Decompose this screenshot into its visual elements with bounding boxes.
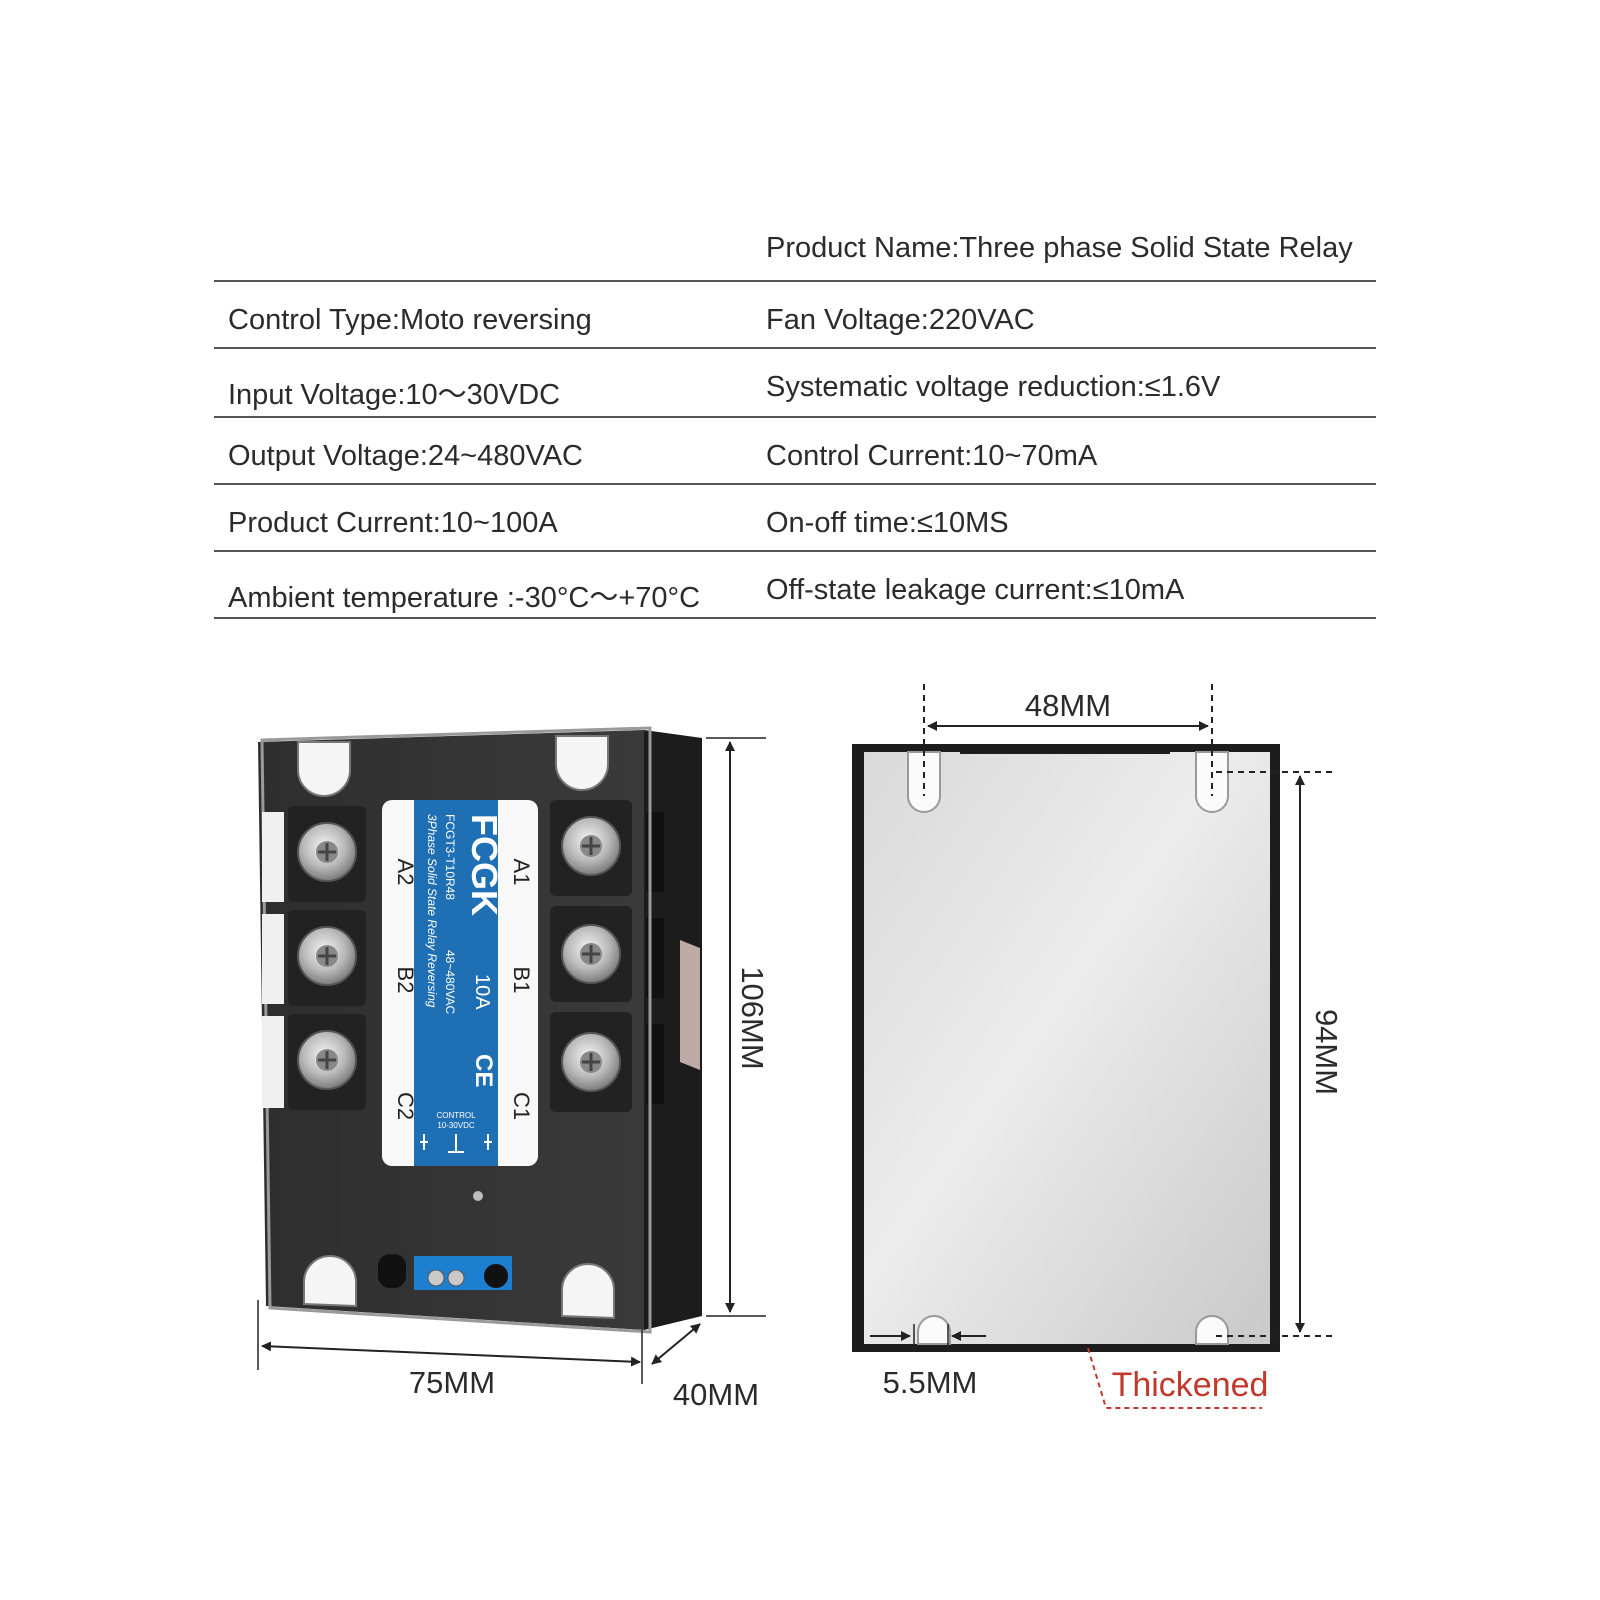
mount-slot-icon: [555, 735, 609, 791]
terminal-label: A1: [509, 859, 534, 886]
spec-left: Control Type:Moto reversing: [228, 304, 592, 336]
mount-slot-icon: [1195, 751, 1229, 813]
spec-right: Systematic voltage reduction:≤1.6V: [766, 371, 1221, 403]
mount-slot-icon: [303, 1255, 357, 1308]
spec-left: Product Current:10~100A: [228, 507, 558, 539]
screw-icon: [297, 1030, 357, 1090]
small-screw-icon: [447, 1269, 465, 1287]
dim-depth-label: 40MM: [673, 1377, 759, 1412]
spec-row: Output Voltage:24~480VAC Control Current…: [214, 418, 1376, 485]
spec-row: Product Current:10~100A On-off time:≤10M…: [214, 485, 1376, 552]
spec-right: Off-state leakage current:≤10mA: [766, 574, 1185, 606]
spec-row: Control Type:Moto reversing Fan Voltage:…: [214, 282, 1376, 349]
control-voltage: 10-30VDC: [437, 1121, 475, 1130]
screw-icon: [561, 924, 621, 984]
terminal-label: C1: [509, 1092, 534, 1120]
terminal-label: B1: [509, 967, 534, 994]
screw-icon: [297, 822, 357, 882]
dim-line-width: [261, 1341, 641, 1367]
front-view: A1 B1 C1 A2 B2 C2 FCGK FCGT3-T10R48 3Pha…: [257, 726, 770, 1412]
terminal-label: A2: [393, 859, 418, 886]
terminal-label: B2: [393, 967, 418, 994]
spec-header: Product Name:Three phase Solid State Rel…: [214, 228, 1376, 282]
clear-cover: [260, 726, 652, 1334]
spec-left: Output Voltage:24~480VAC: [228, 440, 583, 472]
aluminium-base-plate: [864, 752, 1270, 1344]
small-screw-icon: [427, 1269, 445, 1287]
product-description: 3Phase Solid State Relay Reversing: [425, 814, 439, 1008]
spec-right: On-off time:≤10MS: [766, 507, 1009, 539]
rating-current: 10A: [471, 974, 493, 1010]
thickened-callout-leader: [1087, 1347, 1262, 1409]
screw-icon: [561, 1032, 621, 1092]
spec-left: Ambient temperature :-30°C～+70°C: [228, 582, 701, 614]
left-tab: [262, 812, 284, 902]
control-port: [484, 1264, 508, 1288]
mount-slot-icon: [917, 1315, 951, 1345]
top-edge: [960, 746, 1170, 754]
label-blue-band: [414, 800, 498, 1166]
warning-sticker: [680, 940, 700, 1070]
spec-row: Ambient temperature :-30°C～+70°C Off-sta…: [214, 552, 1376, 619]
indicator-led: [473, 1191, 483, 1201]
control-polarity-icon: [420, 1134, 492, 1153]
screw-icon: [297, 926, 357, 986]
model-number: FCGT3-T10R48: [443, 814, 457, 900]
dim-hole-spacing-label: 48MM: [1025, 688, 1111, 723]
spec-right: Control Current:10~70mA: [766, 440, 1098, 472]
control-label: CONTROL: [436, 1111, 476, 1120]
mount-slot-icon: [297, 741, 351, 797]
back-view: 48MM 94MM 5.5MM Thickened: [852, 684, 1344, 1409]
terminal-label: C2: [393, 1092, 418, 1120]
dim-line-depth: [651, 1323, 701, 1365]
spec-row: Input Voltage:10～30VDC Systematic voltag…: [214, 349, 1376, 418]
control-port: [378, 1254, 406, 1288]
ce-mark: CE: [470, 1054, 497, 1087]
dim-height-label: 106MM: [735, 966, 770, 1069]
left-tab: [262, 1016, 284, 1108]
left-tab: [262, 914, 284, 1004]
dim-vertical-pitch-label: 94MM: [1309, 1009, 1344, 1095]
mount-slot-icon: [907, 751, 941, 813]
rating-voltage: 48~480VAC: [443, 950, 457, 1014]
dim-slot-width-label: 5.5MM: [883, 1365, 978, 1400]
brand-logo: FCGK: [464, 814, 505, 916]
thickened-callout: Thickened: [1112, 1366, 1269, 1404]
mount-slot-icon: [1195, 1315, 1229, 1345]
screw-icon: [561, 816, 621, 876]
dim-width-label: 75MM: [409, 1365, 495, 1400]
spec-table: Product Name:Three phase Solid State Rel…: [214, 228, 1376, 619]
spec-right: Fan Voltage:220VAC: [766, 304, 1035, 336]
spec-left: Input Voltage:10～30VDC: [228, 379, 561, 411]
mount-slot-icon: [561, 1263, 615, 1320]
product-name: Product Name:Three phase Solid State Rel…: [766, 232, 1353, 264]
